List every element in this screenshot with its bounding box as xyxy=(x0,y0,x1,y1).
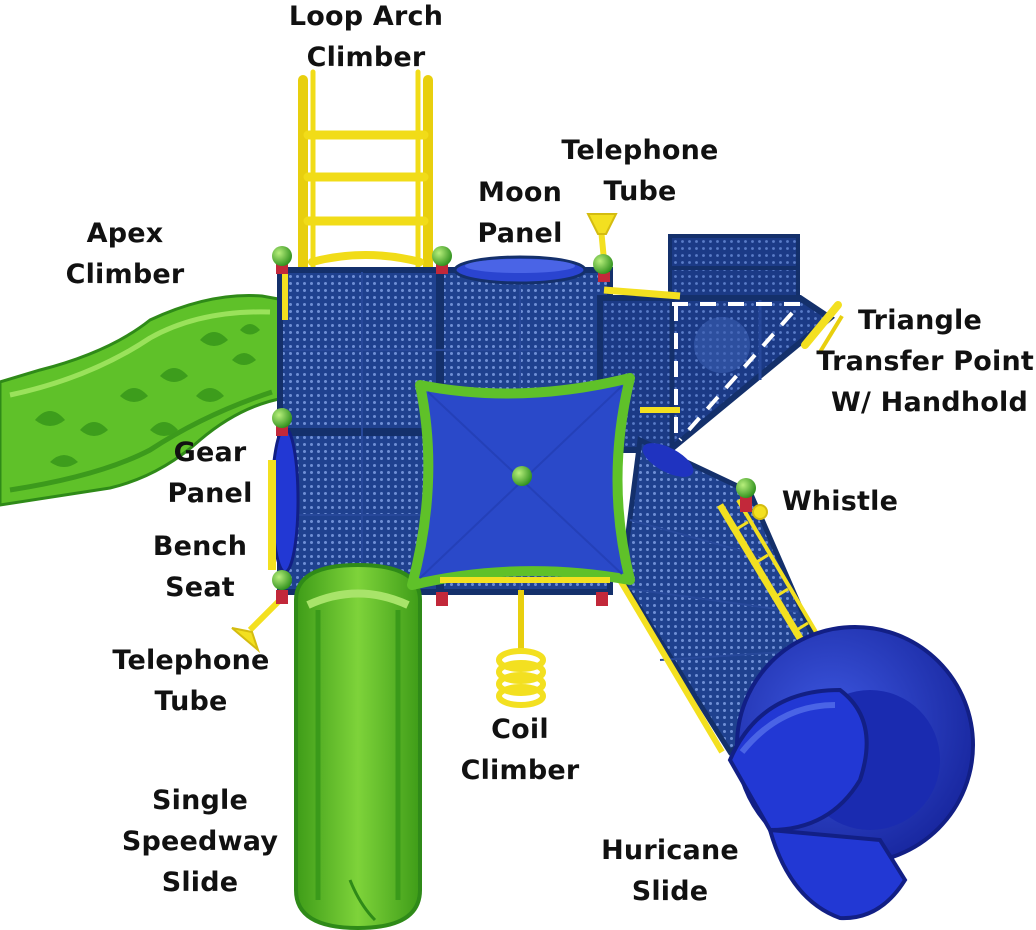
label-coil-climber: Coil Climber xyxy=(440,709,600,791)
label-line: Climber xyxy=(306,42,426,73)
apex-climber-structure xyxy=(0,294,286,507)
label-line: Slide xyxy=(631,876,709,907)
label-line: Panel xyxy=(477,218,563,249)
label-line: Telephone xyxy=(561,135,719,166)
label-line: Gear xyxy=(173,437,247,468)
label-telephone-tube-bottom: Telephone Tube xyxy=(86,640,296,722)
label-line: W/ Handhold xyxy=(831,387,1028,418)
telephone-tube-top-structure xyxy=(586,213,681,300)
label-line: Triangle xyxy=(858,305,982,336)
post-caps xyxy=(272,246,768,606)
label-apex-climber: Apex Climber xyxy=(40,213,210,295)
label-line: Climber xyxy=(65,259,185,290)
telephone-tube-bottom-structure xyxy=(231,597,283,654)
label-line: Huricane xyxy=(601,835,739,866)
label-line: Slide xyxy=(161,867,239,898)
gear-panel-structure xyxy=(268,426,300,574)
loop-arch-climber-structure xyxy=(298,69,433,273)
label-telephone-tube-top: Telephone Tube xyxy=(530,130,750,212)
label-line: Loop Arch xyxy=(288,1,444,32)
label-line: Whistle xyxy=(781,486,899,517)
moon-panel-structure xyxy=(453,255,587,285)
label-single-speedway-slide: Single Speedway Slide xyxy=(100,780,300,903)
rails xyxy=(282,270,680,583)
label-triangle-transfer-point: Triangle Transfer Point W/ Handhold xyxy=(790,300,1034,423)
label-huricane-slide: Huricane Slide xyxy=(580,830,760,912)
label-loop-arch-climber: Loop Arch Climber xyxy=(246,0,486,78)
label-line: Seat xyxy=(165,572,235,603)
huricane-slide-structure xyxy=(727,625,975,921)
label-line: Coil xyxy=(491,714,549,745)
label-whistle: Whistle xyxy=(770,481,910,522)
label-line: Telephone xyxy=(112,645,270,676)
speedway-slide-structure xyxy=(294,562,422,930)
label-line: Panel xyxy=(167,478,253,509)
label-line: Speedway xyxy=(121,826,279,857)
label-line: Tube xyxy=(603,176,677,207)
label-bench-seat: Bench Seat xyxy=(135,526,265,608)
label-line: Climber xyxy=(460,755,580,786)
label-line: Transfer Point xyxy=(816,346,1034,377)
label-line: Bench xyxy=(152,531,248,562)
coil-climber-structure xyxy=(496,590,546,708)
label-line: Apex xyxy=(86,218,164,249)
label-line: Single xyxy=(151,785,249,816)
label-line: Tube xyxy=(154,686,228,717)
label-line: Moon xyxy=(478,177,562,208)
roof-canopy xyxy=(407,373,635,590)
label-moon-panel: Moon Panel xyxy=(450,172,590,254)
label-gear-panel: Gear Panel xyxy=(150,432,270,514)
